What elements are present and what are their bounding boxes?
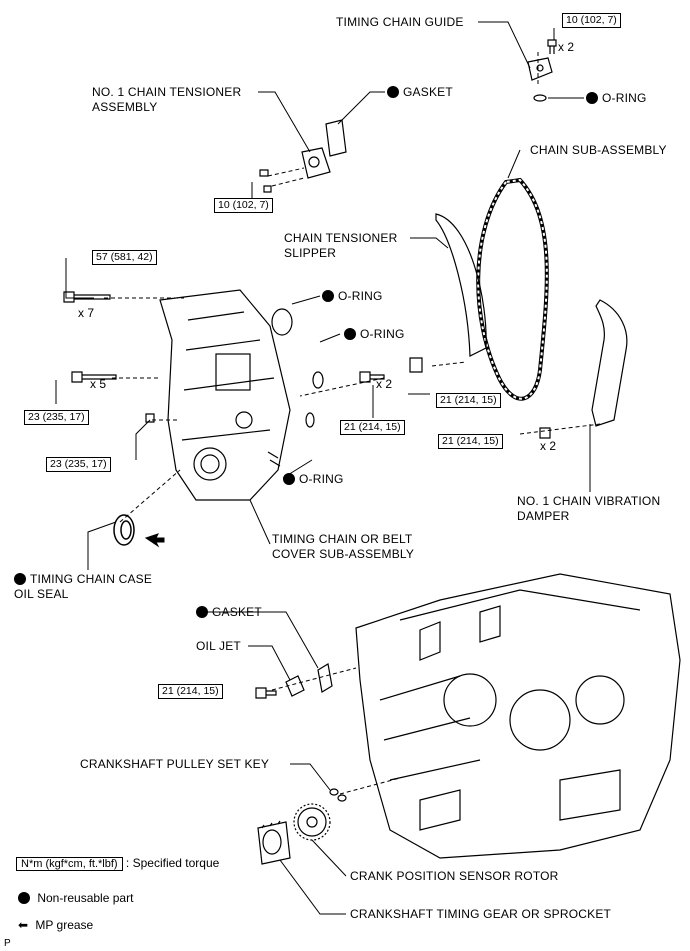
- legend-torque-text: : Specified torque: [125, 856, 220, 870]
- timing-chain-guide: [527, 39, 557, 102]
- torque-cover-top: 57 (581, 42): [92, 250, 157, 265]
- chain-vibration-damper: [539, 299, 628, 439]
- o-rings: [271, 308, 324, 428]
- non-reusable-icon: [18, 892, 30, 904]
- legend-torque-box: N*m (kgf*cm, ft.*lbf): [16, 857, 123, 871]
- non-reusable-icon: [196, 606, 208, 618]
- non-reusable-icon: [344, 328, 356, 340]
- label-timing-chain-guide: TIMING CHAIN GUIDE: [336, 15, 464, 29]
- label-oil-seal: TIMING CHAIN CASE OIL SEAL: [14, 572, 153, 601]
- oil-jet-and-gasket: [285, 663, 333, 697]
- crank-position-sensor-rotor: [293, 803, 331, 841]
- label-o-ring-guide: O-RING: [586, 91, 647, 106]
- label-oil-jet: OIL JET: [196, 639, 241, 653]
- torque-slipper: 21 (214, 15): [436, 393, 501, 408]
- non-reusable-icon: [322, 290, 334, 302]
- multiplier-guide: x 2: [558, 40, 575, 54]
- label-gasket-lower: GASKET: [196, 605, 262, 620]
- label-pulley-set-key: CRANKSHAFT PULLEY SET KEY: [80, 757, 270, 771]
- chain-tensioner-assembly: [259, 119, 347, 193]
- label-chain-tensioner-slipper: CHAIN TENSIONER SLIPPER: [284, 231, 398, 260]
- torque-damper: 21 (214, 15): [438, 434, 503, 449]
- chain-tensioner-slipper: [409, 213, 487, 373]
- leader-lines: [55, 21, 591, 915]
- multiplier-cover-top: x 7: [78, 306, 95, 320]
- torque-oil-jet: 21 (214, 15): [158, 684, 223, 699]
- label-cover-sub-assembly: TIMING CHAIN OR BELT COVER SUB-ASSEMBLY: [272, 532, 415, 561]
- multiplier-damper: x 2: [540, 439, 557, 453]
- torque-tensioner: 10 (102, 7): [214, 198, 273, 213]
- crankshaft-pulley-set-key: [329, 788, 347, 802]
- legend-non-reusable: Non-reusable part: [18, 890, 133, 906]
- non-reusable-icon: [586, 92, 598, 104]
- bolts: [63, 291, 385, 699]
- label-o-ring-2: O-RING: [344, 327, 405, 342]
- non-reusable-icon: [14, 573, 26, 585]
- multiplier-cover-right: x 2: [376, 377, 393, 391]
- torque-cover-mid: 23 (235, 17): [24, 410, 89, 425]
- label-vibration-damper: NO. 1 CHAIN VIBRATION DAMPER: [517, 494, 661, 523]
- non-reusable-icon: [387, 86, 399, 98]
- torque-guide: 10 (102, 7): [562, 13, 621, 28]
- crankshaft-timing-gear: [257, 820, 291, 865]
- legend-torque: N*m (kgf*cm, ft.*lbf) : Specified torque: [16, 855, 219, 872]
- torque-cover-low: 23 (235, 17): [46, 457, 111, 472]
- label-o-ring-3: O-RING: [283, 472, 344, 487]
- mp-grease-arrow-icon: ⬅: [18, 918, 29, 932]
- label-sensor-rotor: CRANK POSITION SENSOR ROTOR: [350, 869, 559, 883]
- multiplier-cover-mid: x 5: [90, 377, 107, 391]
- label-chain-tensioner-assembly: NO. 1 CHAIN TENSIONER ASSEMBLY: [92, 85, 242, 114]
- non-reusable-icon: [283, 473, 295, 485]
- label-gasket-top: GASKET: [387, 85, 453, 100]
- legend-mp-grease: ⬅ MP grease: [18, 918, 94, 932]
- timing-chain-cover: [159, 289, 291, 501]
- label-timing-gear: CRANKSHAFT TIMING GEAR OR SPROCKET: [350, 907, 612, 921]
- engine-block: [355, 573, 681, 859]
- torque-cover-right: 21 (214, 15): [340, 420, 405, 435]
- label-chain-sub-assembly: CHAIN SUB-ASSEMBLY: [530, 143, 667, 157]
- chain-sub-assembly: [476, 177, 549, 401]
- mp-grease-arrow-icon: [144, 533, 165, 548]
- label-o-ring-1: O-RING: [322, 289, 383, 304]
- timing-chain-case-oil-seal: [113, 514, 135, 546]
- footer-mark: P: [4, 938, 11, 949]
